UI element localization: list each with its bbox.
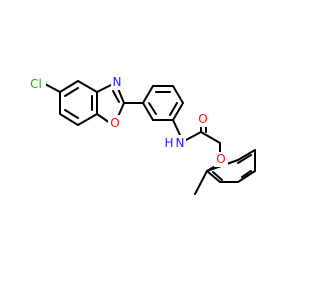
oxazole-nitrogen-symbol: N <box>113 75 122 89</box>
ether-oxygen-symbol: O <box>216 152 225 166</box>
chlorine-symbol: Cl <box>30 77 42 91</box>
oxazole-oxygen-symbol: O <box>110 116 119 130</box>
carbonyl-oxygen-label: O <box>196 112 210 127</box>
amide-hydrogen-symbol: H <box>164 136 173 150</box>
bonds <box>44 80 256 195</box>
amide-nitrogen-symbol: N <box>176 136 185 150</box>
chlorine-label: Cl <box>26 76 46 92</box>
amide-nh-label: H N <box>163 135 186 150</box>
atom-labels: Cl N O H N O O <box>26 75 228 167</box>
oxazole-nitrogen-label: N <box>111 75 123 90</box>
ether-oxygen-label: O <box>214 152 228 167</box>
carbonyl-oxygen-symbol: O <box>198 112 207 126</box>
molecule-structure: Cl N O H N O O <box>26 75 256 195</box>
oxazole-oxygen-label: O <box>108 115 122 130</box>
